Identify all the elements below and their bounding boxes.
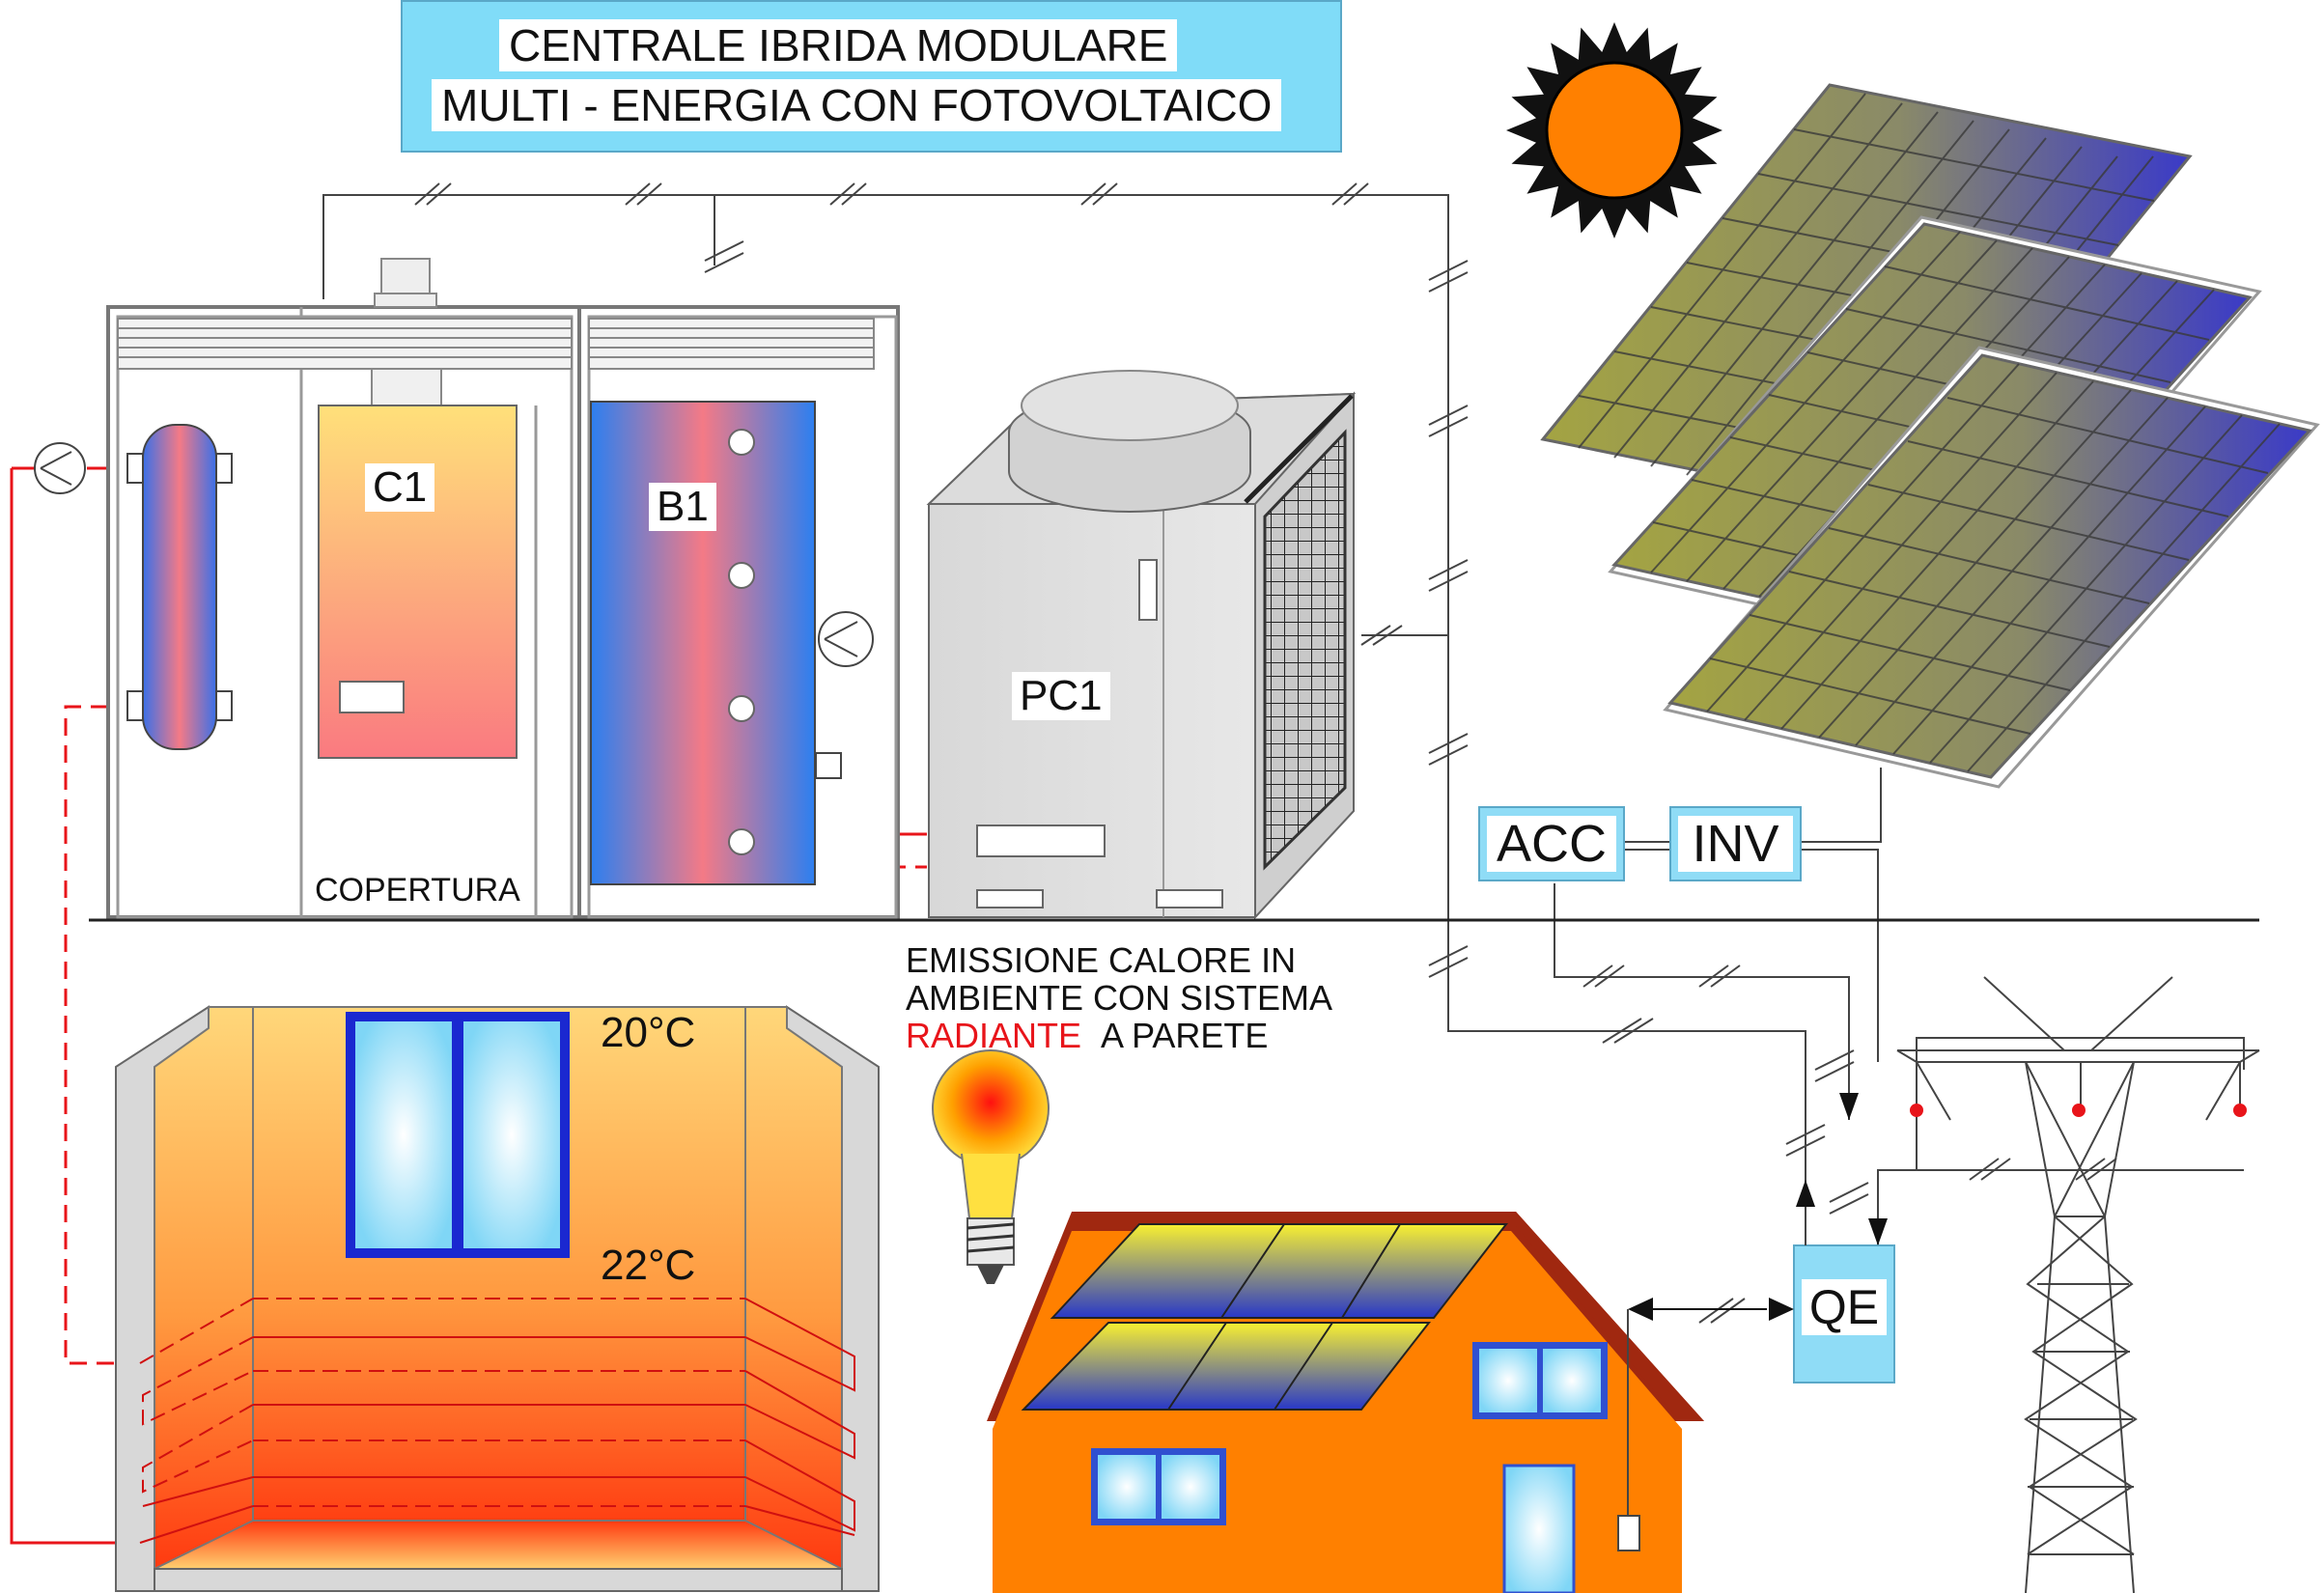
temperature-lower: 22°C	[601, 1242, 696, 1289]
insulator-dot	[2233, 1104, 2247, 1117]
circulation-pump-icon	[818, 611, 874, 667]
hydraulic-separator	[126, 424, 233, 750]
title-line-2: MULTI - ENERGIA CON FOTOVOLTAICO	[432, 79, 1282, 131]
insulator-dot	[1910, 1104, 1923, 1117]
house	[987, 1212, 1704, 1593]
boiler-c1	[318, 405, 518, 759]
storage-tank-label: B1	[649, 483, 716, 531]
heat-pump-pc1	[926, 370, 1357, 920]
flow-arrows	[1796, 1093, 1888, 1245]
pv-cable	[1801, 768, 1882, 843]
pv-panel-array	[1540, 83, 2320, 789]
storage-tank-b1	[590, 401, 842, 885]
cover-label: COPERTURA	[311, 871, 524, 909]
emission-note-line-2: AMBIENTE CON SISTEMA	[906, 978, 1333, 1018]
pv-panel	[1663, 346, 2320, 789]
title-line-1: CENTRALE IBRIDA MODULARE	[499, 19, 1178, 71]
emission-note-line-1: EMISSIONE CALORE IN	[906, 940, 1297, 980]
emission-note-line-3: RADIANTE A PARETE	[906, 1017, 1268, 1055]
circulation-pump-icon	[34, 442, 86, 494]
radiant-highlight: RADIANTE	[906, 1016, 1082, 1055]
cable-hatches	[414, 182, 2117, 1324]
insulator-dot	[2072, 1104, 2086, 1117]
temperature-upper: 20°C	[601, 1009, 696, 1056]
house-grid-link	[1628, 1298, 1794, 1321]
boiler-label: C1	[365, 463, 435, 512]
electrical-panel-label: QE	[1802, 1279, 1887, 1335]
power-pylon	[1896, 976, 2260, 1593]
title-box: CENTRALE IBRIDA MODULARE MULTI - ENERGIA…	[401, 0, 1342, 153]
sun-icon	[1506, 22, 1722, 238]
inverter-label: INV	[1678, 816, 1793, 872]
heated-room	[115, 1005, 880, 1592]
accumulator-label: ACC	[1487, 816, 1616, 872]
light-bulb-icon	[932, 1049, 1050, 1284]
emission-note-rest: A PARETE	[1101, 1016, 1269, 1055]
heat-pump-label: PC1	[1012, 672, 1110, 720]
